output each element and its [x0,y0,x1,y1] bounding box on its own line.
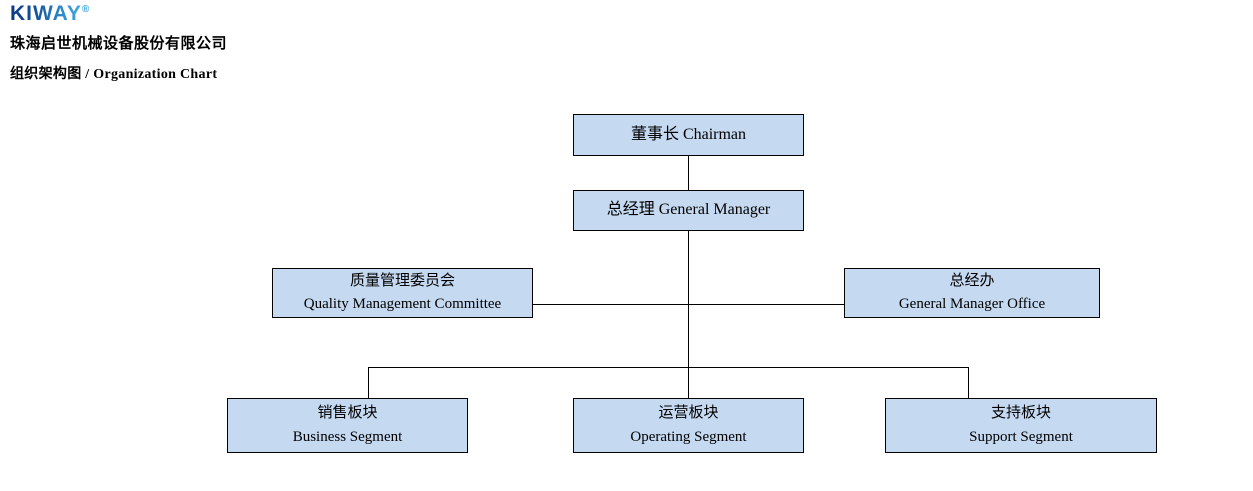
connector-drop-to-business [368,367,369,398]
connector-gm-trunk [688,231,689,398]
connector-segments-rail [368,367,969,368]
registered-trademark-symbol: ® [81,4,90,15]
org-node-business-label-en: Business Segment [292,428,403,445]
org-node-general-manager-office: 总经办 General Manager Office [844,268,1100,318]
kiway-logo-text: KIWAY [10,2,82,25]
connector-qmc-to-gmo [533,304,844,305]
org-node-business-segment: 销售板块 Business Segment [227,398,468,453]
org-node-support-label-zh: 支持板块 [990,405,1051,422]
org-node-gmo-label-en: General Manager Office [898,296,1046,312]
org-node-support-segment: 支持板块 Support Segment [885,398,1157,453]
org-node-chairman-label: 董事长 Chairman [630,125,747,143]
kiway-logo: KIWAY® [10,2,89,25]
org-node-quality-management-committee: 质量管理委员会 Quality Management Committee [272,268,533,318]
org-node-business-label-zh: 销售板块 [317,405,378,422]
org-node-chairman: 董事长 Chairman [573,114,804,156]
org-node-qmc-label-en: Quality Management Committee [303,296,502,312]
org-node-support-label-en: Support Segment [969,428,1073,445]
org-node-general-manager: 总经理 General Manager [573,190,804,231]
chart-title: 组织架构图 / Organization Chart [10,67,218,82]
org-node-general-manager-label: 总经理 General Manager [606,201,771,219]
org-node-operating-label-zh: 运营板块 [658,405,719,422]
org-node-qmc-label-zh: 质量管理委员会 [349,272,455,289]
company-name: 珠海启世机械设备股份有限公司 [10,36,228,52]
connector-drop-to-support [968,367,969,398]
org-node-operating-segment: 运营板块 Operating Segment [573,398,804,453]
connector-chairman-to-gm [688,156,689,190]
org-node-gmo-label-zh: 总经办 [949,272,995,289]
org-node-operating-label-en: Operating Segment [630,428,747,445]
